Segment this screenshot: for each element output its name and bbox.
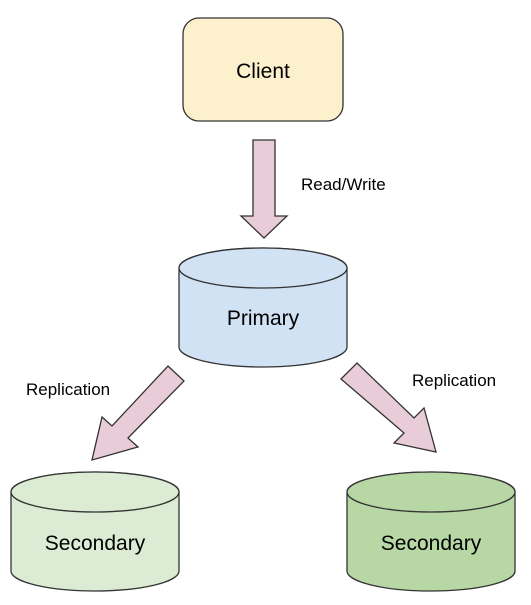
primary-node: Primary: [178, 247, 348, 368]
primary-label: Primary: [227, 307, 300, 330]
secondary-left-label: Secondary: [45, 532, 146, 555]
secondary-right-node: Secondary: [346, 471, 516, 592]
client-label: Client: [236, 60, 290, 83]
client-box: [182, 17, 344, 122]
secondary-right-cylinder-top: [346, 471, 516, 513]
replication-arrow-right: [340, 362, 437, 453]
read-write-arrow: [239, 139, 289, 239]
primary-cylinder-top: [178, 247, 348, 289]
read-write-arrow-shape: [239, 139, 289, 239]
read-write-label: Read/Write: [301, 175, 386, 194]
replication-arrow-left-shape: [91, 365, 185, 461]
replication-arrow-left: [91, 365, 185, 461]
replication-label-left: Replication: [26, 380, 110, 399]
secondary-left-cylinder-top: [10, 471, 180, 513]
client-node: Client: [182, 17, 344, 122]
replication-label-right: Replication: [412, 371, 496, 390]
secondary-right-label: Secondary: [381, 532, 482, 555]
replication-arrow-right-shape: [340, 362, 437, 453]
secondary-left-node: Secondary: [10, 471, 180, 592]
